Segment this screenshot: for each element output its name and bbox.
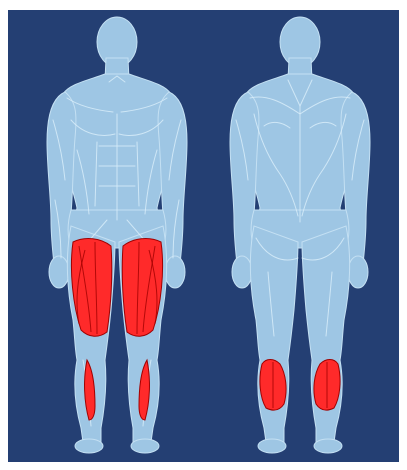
anatomy-panel (8, 10, 399, 462)
anatomy-diagram (8, 10, 399, 462)
